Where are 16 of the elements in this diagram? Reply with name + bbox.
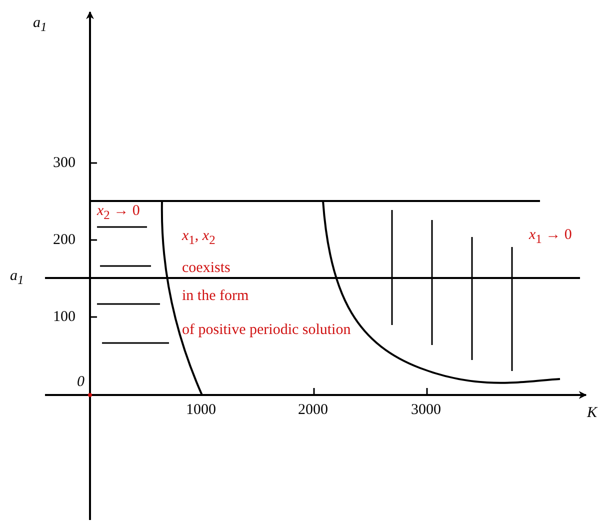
tick-label: 200 [53, 231, 76, 249]
region-label: x$_{1}$ → 0 [529, 226, 572, 248]
axis-label: K [587, 404, 598, 422]
axis-label: a$_{1}$ [33, 14, 47, 36]
region-label: in the form [182, 287, 249, 305]
region-label: of positive periodic solution [182, 321, 351, 339]
tick-label: 0 [77, 373, 84, 391]
tick-label: 100 [53, 308, 76, 326]
tick-label: 1000 [186, 401, 216, 419]
region-label: x$_{1}$, x$_{2}$ [182, 227, 216, 249]
tick-label: 2000 [298, 401, 328, 419]
axis-label: a$_{1}$ [10, 267, 24, 289]
region-label: coexists [182, 259, 230, 277]
tick-label: 3000 [411, 401, 441, 419]
tick-label: 300 [53, 154, 76, 172]
region-label: x$_{2}$ → 0 [97, 202, 140, 224]
